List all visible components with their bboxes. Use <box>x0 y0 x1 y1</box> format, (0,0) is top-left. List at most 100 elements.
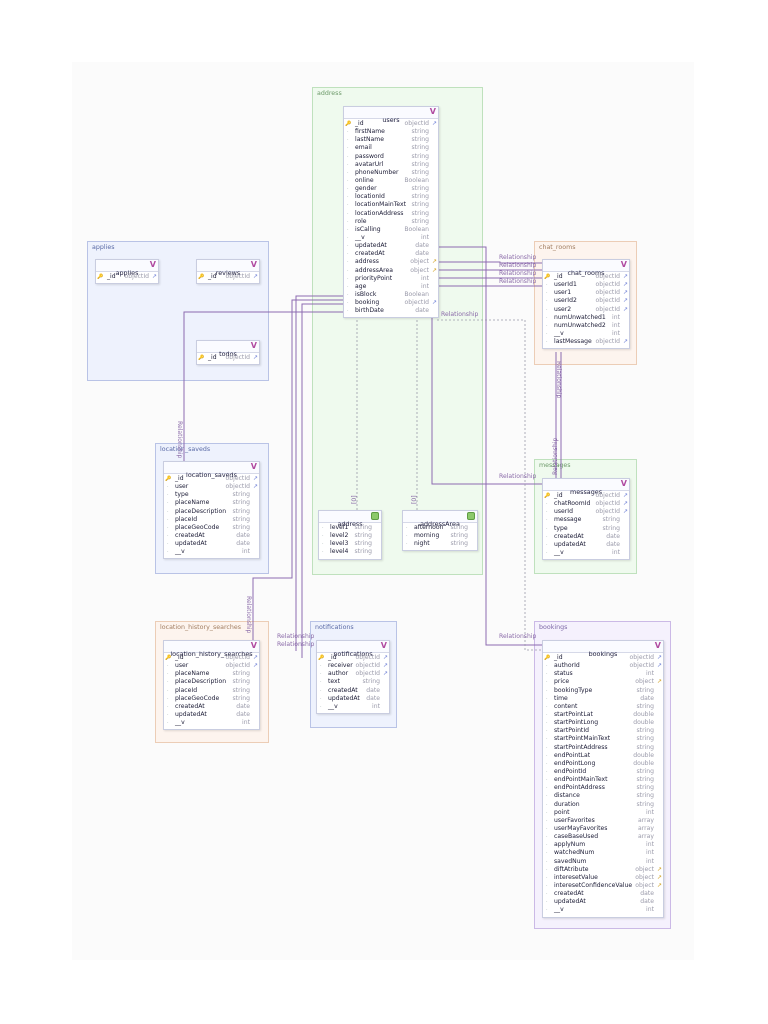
entity-header[interactable]: addressArea <box>403 511 477 528</box>
entity-header[interactable]: address <box>319 511 381 528</box>
